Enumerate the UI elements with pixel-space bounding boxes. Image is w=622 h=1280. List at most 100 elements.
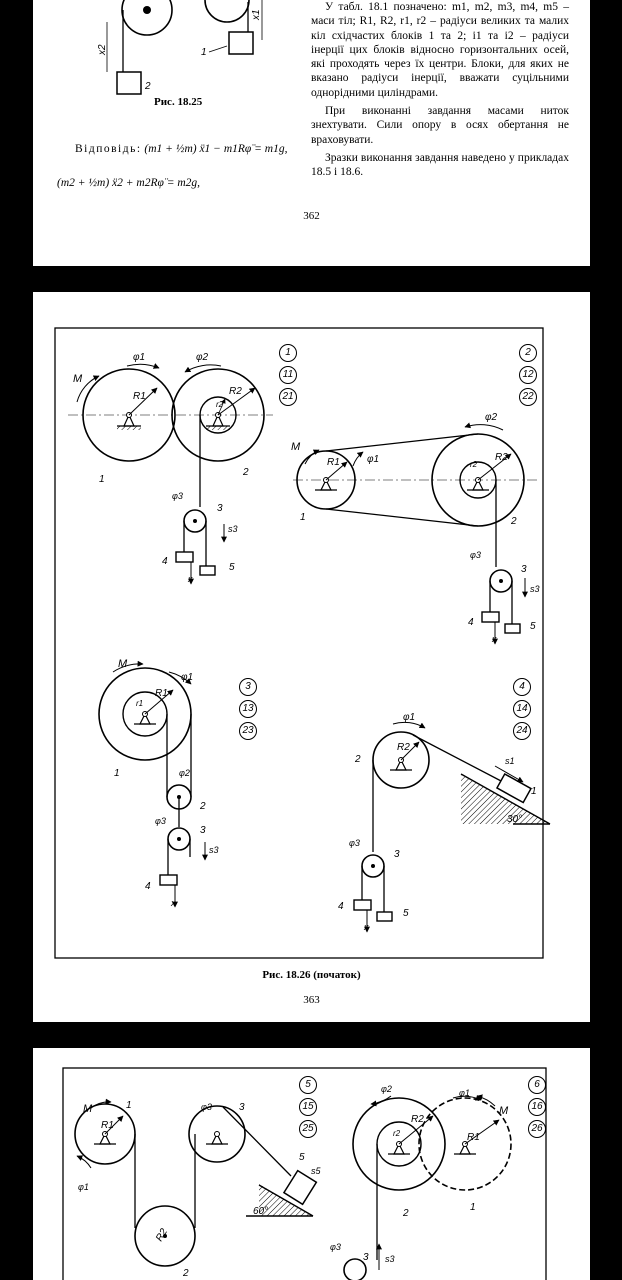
variant-number: 25 xyxy=(299,1120,317,1138)
svg-text:1: 1 xyxy=(201,47,207,58)
svg-text:x: x xyxy=(170,898,176,908)
variant-number: 24 xyxy=(513,722,531,740)
svg-text:s3: s3 xyxy=(209,845,219,855)
svg-text:s1: s1 xyxy=(505,756,515,766)
svg-text:φ3: φ3 xyxy=(201,1102,212,1112)
svg-text:s3: s3 xyxy=(530,584,540,594)
variant-number: 5 xyxy=(299,1076,317,1094)
svg-text:M: M xyxy=(83,1103,93,1115)
svg-text:M: M xyxy=(118,658,128,670)
variant-number: 1 xyxy=(279,344,297,362)
svg-text:x: x xyxy=(187,574,193,584)
variant-group-5: 5 15 25 xyxy=(299,1076,319,1142)
svg-text:4: 4 xyxy=(162,556,168,567)
svg-text:2: 2 xyxy=(354,754,361,765)
svg-text:x1: x1 xyxy=(251,9,262,21)
svg-text:R2: R2 xyxy=(411,1114,424,1125)
svg-text:R2: R2 xyxy=(495,452,508,463)
svg-text:R1: R1 xyxy=(155,688,168,699)
variant-number: 12 xyxy=(519,366,537,384)
svg-text:x: x xyxy=(491,634,497,644)
answer-line-1: Відповідь: (m1 + ½m) ẍ1 − m1Rφ̈ = m1g, xyxy=(75,142,315,157)
svg-text:M: M xyxy=(73,373,83,385)
svg-text:x: x xyxy=(363,922,369,932)
svg-text:φ1: φ1 xyxy=(367,454,379,465)
figure-18-26-start: R1 R2 r2 M φ1 φ2 1 2 4 5 3 φ3 s3 x xyxy=(54,327,551,959)
variant-group-1: 1 11 21 xyxy=(279,344,299,410)
variant-group-6: 6 16 26 xyxy=(528,1076,548,1142)
angle-label: 30° xyxy=(507,814,522,825)
figure-caption: Рис. 18.26 (початок) xyxy=(262,969,361,981)
svg-text:φ2: φ2 xyxy=(179,768,190,778)
variant-number: 11 xyxy=(279,366,297,384)
svg-text:R2: R2 xyxy=(229,386,242,397)
svg-text:φ2: φ2 xyxy=(381,1084,392,1094)
variant-group-2: 2 12 22 xyxy=(519,344,539,410)
text-column: У табл. 18.1 позначено: m1, m2, m3, m4, … xyxy=(311,0,569,180)
svg-text:s3: s3 xyxy=(385,1254,395,1264)
answer-formula-1: (m1 + ½m) ẍ1 − m1Rφ̈ = m1g, xyxy=(144,143,288,155)
svg-text:φ1: φ1 xyxy=(459,1088,470,1098)
svg-text:φ3: φ3 xyxy=(155,816,166,826)
svg-text:5: 5 xyxy=(299,1152,305,1163)
variant-number: 22 xyxy=(519,388,537,406)
svg-text:φ3: φ3 xyxy=(330,1242,341,1252)
figure-18-26-continued: R1 M 1 φ1 R2 2 φ3 3 5 s5 60° xyxy=(62,1067,547,1280)
svg-text:φ1: φ1 xyxy=(133,352,145,363)
svg-text:3: 3 xyxy=(200,825,206,836)
svg-text:1: 1 xyxy=(531,786,537,797)
angle-label: 60° xyxy=(253,1206,268,1217)
svg-text:5: 5 xyxy=(229,562,235,573)
svg-text:φ1: φ1 xyxy=(181,672,193,683)
svg-text:1: 1 xyxy=(99,474,105,485)
svg-text:x2: x2 xyxy=(97,44,108,56)
paragraph: У табл. 18.1 позначено: m1, m2, m3, m4, … xyxy=(311,1,569,99)
svg-text:R1: R1 xyxy=(133,391,146,402)
svg-text:R1: R1 xyxy=(327,457,340,468)
page-362: 2 x2 1 x1 Рис. 18.25 Відповідь: (m1 + ½m… xyxy=(33,0,590,266)
svg-text:4: 4 xyxy=(338,901,344,912)
svg-text:r2: r2 xyxy=(470,460,478,469)
variant-group-3: 3 13 23 xyxy=(239,678,259,744)
svg-text:r2: r2 xyxy=(393,1129,401,1138)
svg-text:3: 3 xyxy=(363,1252,369,1263)
variant-group-4: 4 14 24 xyxy=(513,678,533,744)
figure-caption: Рис. 18.25 xyxy=(154,96,203,108)
variant-number: 6 xyxy=(528,1076,546,1094)
svg-text:3: 3 xyxy=(394,849,400,860)
page-364: R1 M 1 φ1 R2 2 φ3 3 5 s5 60° xyxy=(33,1048,590,1280)
svg-text:5: 5 xyxy=(530,621,536,632)
variant-number: 26 xyxy=(528,1120,546,1138)
paragraph: При виконанні завдання масами ниток знех… xyxy=(311,105,569,146)
svg-text:φ3: φ3 xyxy=(470,550,481,560)
svg-text:R1: R1 xyxy=(467,1132,480,1143)
svg-text:φ2: φ2 xyxy=(485,412,498,423)
svg-text:2: 2 xyxy=(199,801,206,812)
variant-number: 4 xyxy=(513,678,531,696)
variant-number: 16 xyxy=(528,1098,546,1116)
page-number: 362 xyxy=(303,210,320,222)
figure-18-25-fragment: 2 x2 1 x1 xyxy=(97,0,263,95)
svg-text:M: M xyxy=(499,1105,509,1117)
svg-text:s3: s3 xyxy=(228,524,238,534)
answer-line-2: (m2 + ½m) ẍ2 + m2Rφ̈ = m2g, xyxy=(57,177,201,189)
svg-text:2: 2 xyxy=(402,1208,409,1219)
svg-text:5: 5 xyxy=(403,908,409,919)
svg-text:1: 1 xyxy=(470,1202,476,1213)
svg-text:φ1: φ1 xyxy=(403,712,415,723)
svg-text:2: 2 xyxy=(144,81,151,92)
svg-text:2: 2 xyxy=(242,467,249,478)
support xyxy=(117,413,230,430)
svg-text:2: 2 xyxy=(182,1268,189,1279)
svg-text:3: 3 xyxy=(521,564,527,575)
svg-text:4: 4 xyxy=(145,881,151,892)
svg-text:r1: r1 xyxy=(136,699,143,708)
variant-number: 3 xyxy=(239,678,257,696)
svg-text:1: 1 xyxy=(114,768,120,779)
svg-text:φ3: φ3 xyxy=(172,491,183,501)
svg-text:4: 4 xyxy=(468,617,474,628)
svg-text:3: 3 xyxy=(217,503,223,514)
svg-text:s5: s5 xyxy=(311,1166,322,1176)
answer-label: Відповідь: xyxy=(75,143,142,155)
svg-text:φ1: φ1 xyxy=(78,1182,89,1192)
